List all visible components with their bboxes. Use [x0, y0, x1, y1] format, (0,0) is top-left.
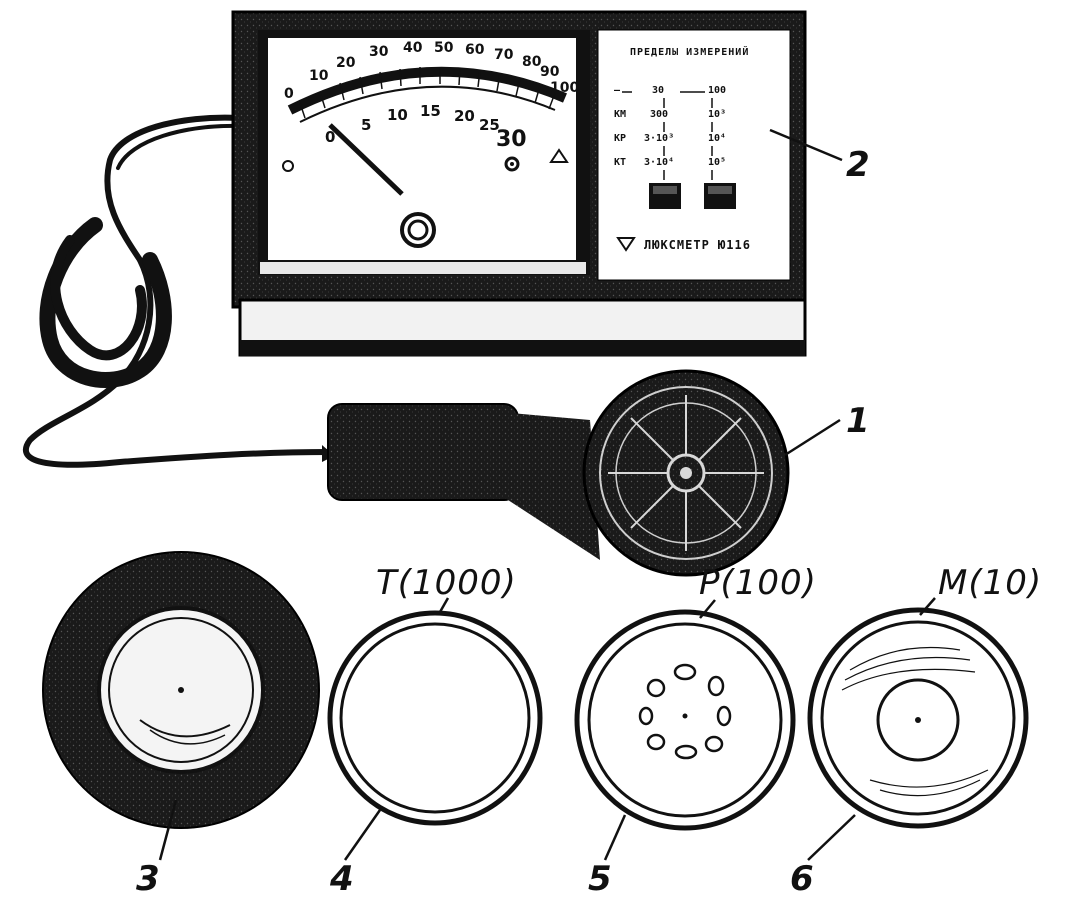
scale-top-label: 100 [550, 80, 580, 96]
scale-bottom-label: 0 [325, 128, 336, 146]
scale-bottom-label: 25 [479, 116, 500, 134]
range-low: 30 [652, 85, 665, 96]
filter-p100 [574, 609, 796, 831]
scale-bottom-label: 30 [496, 127, 527, 152]
callout-number: 2 [846, 145, 870, 185]
callout-number: 5 [588, 859, 612, 899]
scale-top-label: 40 [403, 40, 423, 56]
callout-number: 3 [136, 859, 160, 899]
range-high: 10⁴ [708, 133, 727, 144]
callout-number: 4 [330, 859, 354, 899]
scale-top-label: 90 [540, 64, 560, 80]
filter-label: P(100) [699, 563, 817, 603]
range-high: 10⁵ [708, 157, 727, 168]
range-low: 300 [650, 109, 669, 120]
scale-top-label: 50 [434, 40, 454, 56]
range-low: 3·10³ [644, 133, 675, 144]
panel-title: ПРЕДЕЛЫ ИЗМЕРЕНИЙ [630, 47, 750, 58]
model-label: ЛЮКСМЕТР Ю116 [644, 238, 751, 252]
range-lines [622, 91, 713, 180]
scale-top-label: 60 [465, 42, 485, 58]
scale-top-label: 80 [522, 54, 542, 70]
range-label: КТ [614, 157, 627, 168]
filter-label: M(10) [938, 563, 1043, 603]
scale-top-label: 20 [336, 55, 356, 71]
scale-bottom-label: 15 [420, 102, 441, 120]
leader-lines [158, 128, 936, 861]
callout-number: 6 [790, 859, 814, 899]
range-buttons [649, 183, 736, 209]
zero-adjust-screw [400, 212, 436, 248]
range-high: 100 [708, 85, 727, 96]
scale-top-label: 30 [369, 44, 389, 60]
scale-top-label: 70 [494, 47, 514, 63]
scale-bottom-label: 10 [387, 106, 408, 124]
cable [22, 114, 333, 468]
callout-number: 1 [846, 401, 870, 441]
photocell [322, 369, 790, 577]
range-label: КМ [614, 109, 627, 120]
scale-bottom-label: 20 [454, 107, 475, 125]
meter-needle [328, 123, 404, 196]
scale-top-label: 10 [309, 68, 329, 84]
filter-cap-3 [42, 551, 320, 829]
scale-bottom-label: 5 [361, 116, 372, 134]
filter-m10 [807, 607, 1029, 829]
scale-ticks [299, 67, 556, 119]
range-label: — [614, 85, 621, 96]
range-low: 3·10⁴ [644, 157, 675, 168]
range-label: КР [614, 133, 627, 144]
filter-t1000 [327, 610, 543, 826]
filter-label: T(1000) [376, 563, 517, 603]
range-high: 10³ [708, 109, 727, 120]
scale-arcs [287, 66, 567, 123]
scale-top-label: 0 [284, 86, 294, 102]
